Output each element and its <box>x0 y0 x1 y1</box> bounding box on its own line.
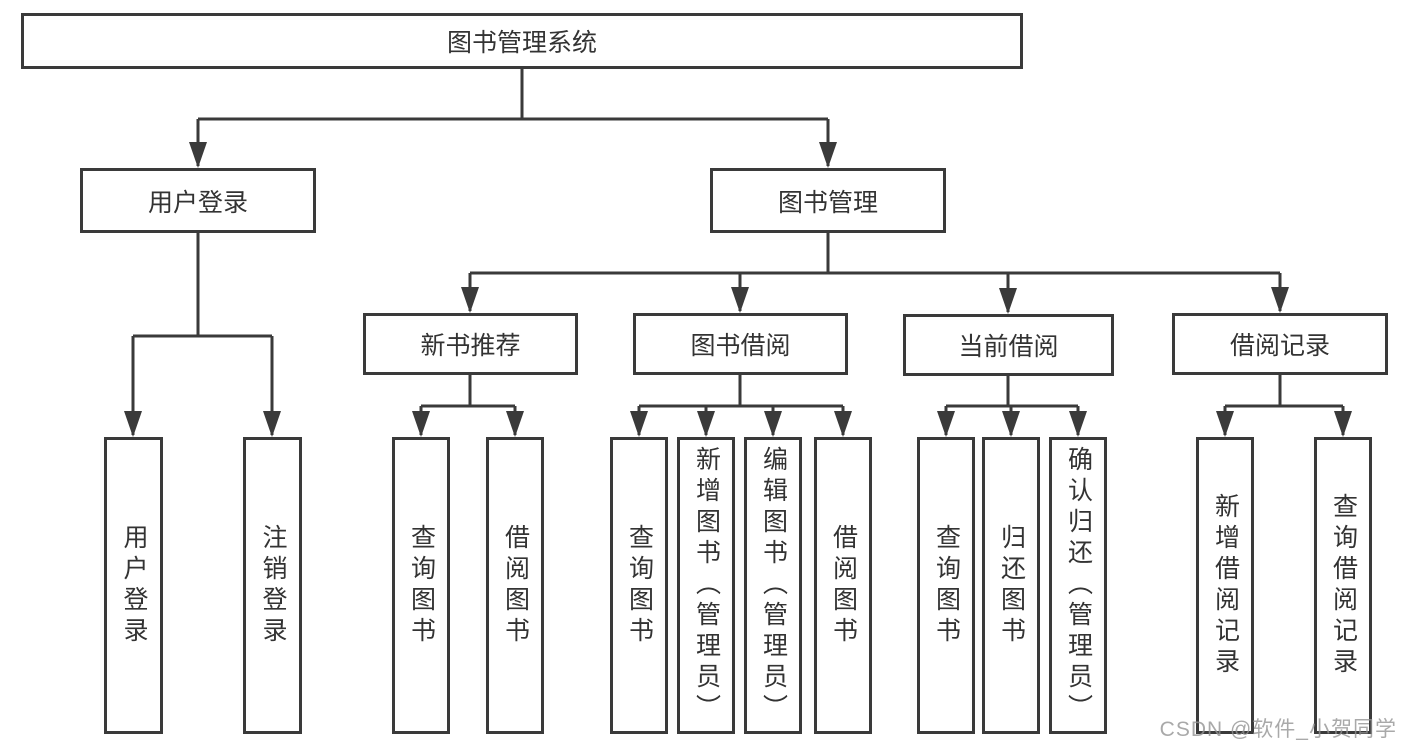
leaf-confirm-return-admin-label: 确认归还（管理员） <box>1064 446 1093 725</box>
leaf-add-borrow-record: 新增借阅记录 <box>1196 437 1254 734</box>
leaf-borrow-books-recommend-label: 借阅图书 <box>501 523 530 648</box>
node-book-management: 图书管理 <box>710 168 946 233</box>
leaf-borrow-books-recommend: 借阅图书 <box>486 437 544 734</box>
node-current-borrow: 当前借阅 <box>903 314 1114 376</box>
leaf-confirm-return-admin: 确认归还（管理员） <box>1049 437 1107 734</box>
leaf-user-login-label: 用户登录 <box>120 523 148 648</box>
leaf-borrow-books-label: 借阅图书 <box>829 523 858 648</box>
node-user-login: 用户登录 <box>80 168 316 233</box>
leaf-logout: 注销登录 <box>243 437 302 734</box>
leaf-query-books-recommend-label: 查询图书 <box>407 523 436 648</box>
leaf-query-books-borrow-label: 查询图书 <box>625 523 654 648</box>
leaf-query-borrow-record: 查询借阅记录 <box>1314 437 1372 734</box>
leaf-query-books-current: 查询图书 <box>917 437 975 734</box>
leaf-user-login: 用户登录 <box>104 437 163 734</box>
leaf-query-books-recommend: 查询图书 <box>392 437 450 734</box>
node-borrow-records: 借阅记录 <box>1172 313 1388 375</box>
leaf-add-book-admin: 新增图书（管理员） <box>677 437 735 734</box>
leaf-query-books-current-label: 查询图书 <box>932 523 961 648</box>
leaf-return-book-label: 归还图书 <box>997 523 1026 648</box>
node-library-management-system: 图书管理系统 <box>21 13 1023 69</box>
leaf-query-books-borrow: 查询图书 <box>610 437 668 734</box>
node-book-borrow: 图书借阅 <box>633 313 848 375</box>
leaf-logout-label: 注销登录 <box>259 523 287 648</box>
leaf-return-book: 归还图书 <box>982 437 1040 734</box>
leaf-borrow-books: 借阅图书 <box>814 437 872 734</box>
leaf-edit-book-admin-label: 编辑图书（管理员） <box>759 446 788 725</box>
node-new-book-recommend: 新书推荐 <box>363 313 578 375</box>
leaf-add-book-admin-label: 新增图书（管理员） <box>692 446 721 725</box>
leaf-query-borrow-record-label: 查询借阅记录 <box>1329 492 1358 679</box>
csdn-watermark: CSDN @软件_小贺同学 <box>1159 718 1397 741</box>
leaf-edit-book-admin: 编辑图书（管理员） <box>744 437 802 734</box>
leaf-add-borrow-record-label: 新增借阅记录 <box>1211 492 1240 679</box>
